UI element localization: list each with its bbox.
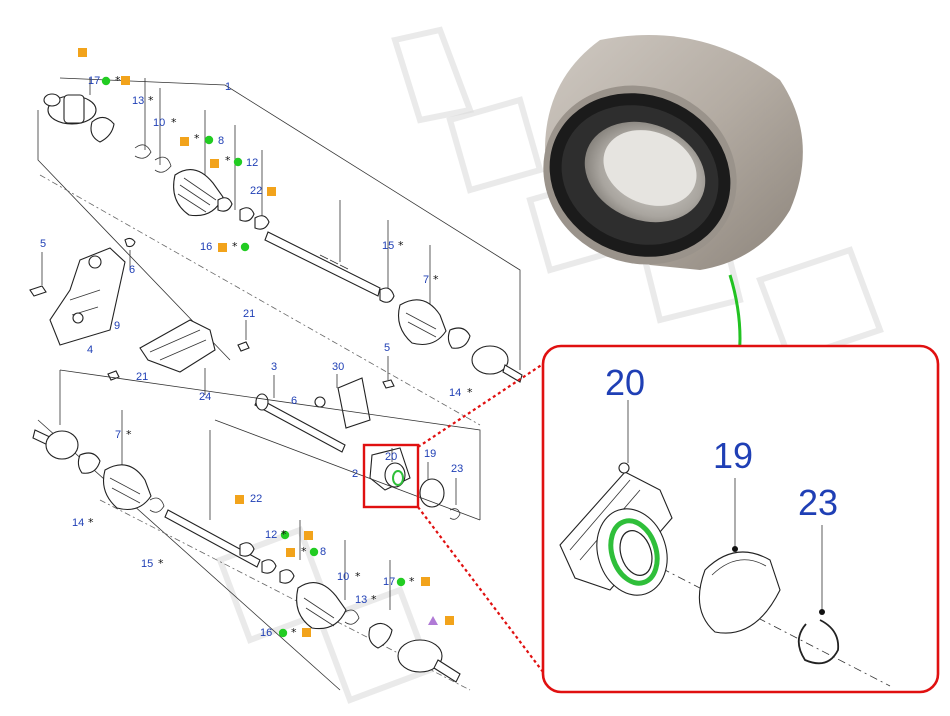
callout-c13a: 13 xyxy=(132,95,144,107)
callout-c15a: 15 xyxy=(382,240,394,252)
callout-c1: 1 xyxy=(225,81,231,93)
star-marker: * xyxy=(467,386,473,399)
callout-c8b: 8 xyxy=(320,546,326,558)
callout-c17a: 17 xyxy=(88,75,100,87)
callout-c23s: 23 xyxy=(451,463,463,475)
zoom-leader-top xyxy=(417,363,544,448)
star-marker: * xyxy=(148,94,154,107)
zoom-label-z23: 23 xyxy=(798,482,838,523)
callout-c5a: 5 xyxy=(40,238,46,250)
callout-c14a: 14 xyxy=(449,387,461,399)
callout-c22a: 22 xyxy=(250,185,262,197)
intermediate-shaft xyxy=(254,356,461,520)
callout-c22b: 22 xyxy=(250,493,262,505)
callout-c16a: 16 xyxy=(200,241,212,253)
callout-c14b: 14 xyxy=(72,517,84,529)
star-marker: * xyxy=(171,116,177,129)
highlight-box xyxy=(362,443,420,509)
callout-c20s: 20 xyxy=(385,451,397,463)
callout-c30: 30 xyxy=(332,361,344,373)
callout-c19s: 19 xyxy=(424,448,436,460)
callout-c5b: 5 xyxy=(384,342,390,354)
callout-c17b: 17 xyxy=(383,576,395,588)
star-marker: * xyxy=(88,516,94,529)
bearing-photo xyxy=(543,35,803,270)
star-marker: * xyxy=(291,626,297,639)
callout-c2: 2 xyxy=(352,468,358,480)
callout-c21b: 21 xyxy=(136,371,148,383)
star-marker: * xyxy=(398,239,404,252)
star-marker: * xyxy=(433,273,439,286)
callout-labels: 1 17 13 10 8 12 22 16 15 7 14 5 6 9 4 21 21 24 3 30 5 6 20 19 23… xyxy=(40,75,463,639)
callout-c24: 24 xyxy=(199,391,211,403)
callout-c12b: 12 xyxy=(265,529,277,541)
callout-c3: 3 xyxy=(271,361,277,373)
star-marker: * xyxy=(225,154,231,167)
callout-c21a: 21 xyxy=(243,308,255,320)
callout-c6b: 6 xyxy=(291,395,297,407)
star-marker: * xyxy=(126,428,132,441)
callout-c10a: 10 xyxy=(153,117,165,129)
callout-c6a: 6 xyxy=(129,264,135,276)
zoom-label-z19: 19 xyxy=(713,435,753,476)
callout-c9: 9 xyxy=(114,320,120,332)
zoom-label-z20: 20 xyxy=(605,362,645,403)
star-marker: * xyxy=(194,132,200,145)
callout-c13b: 13 xyxy=(355,594,367,606)
star-marker: * xyxy=(232,240,238,253)
callout-c15b: 15 xyxy=(141,558,153,570)
callout-c7a: 7 xyxy=(423,274,429,286)
lower-driveshaft xyxy=(32,369,481,691)
knuckle-bracket xyxy=(29,237,136,346)
upper-driveshaft xyxy=(37,77,523,426)
callout-c16b: 16 xyxy=(260,627,272,639)
star-marker: * xyxy=(301,545,307,558)
callout-c7b: 7 xyxy=(115,429,121,441)
star-marker: * xyxy=(115,74,121,87)
legend-markers xyxy=(78,48,454,638)
star-marker: * xyxy=(355,570,361,583)
callout-c12a: 12 xyxy=(246,157,258,169)
star-marker: * xyxy=(281,528,287,541)
callout-c10b: 10 xyxy=(337,571,349,583)
zoom-leader-bottom xyxy=(417,506,544,673)
zoom-labels: 20 19 23 xyxy=(605,362,838,523)
star-marker: * xyxy=(409,575,415,588)
star-markers: * * * * * * * * * * * * * * * * * * xyxy=(88,74,473,639)
callout-c4: 4 xyxy=(87,344,93,356)
star-marker: * xyxy=(158,557,164,570)
zoom-inset xyxy=(541,344,940,694)
callout-c8a: 8 xyxy=(218,135,224,147)
star-marker: * xyxy=(371,593,377,606)
